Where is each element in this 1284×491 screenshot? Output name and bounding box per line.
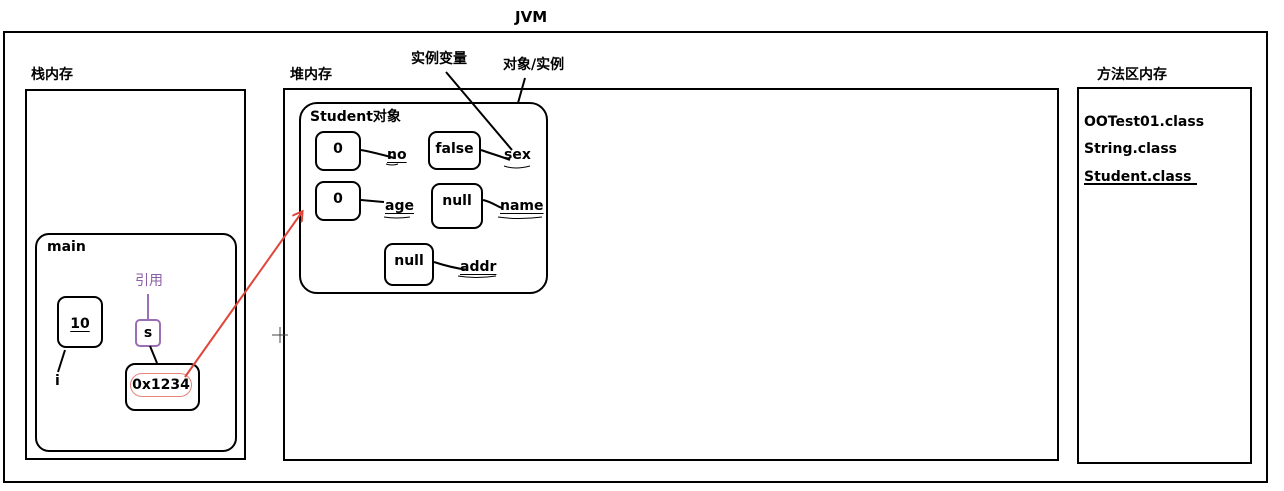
- reference-arrow: [184, 212, 302, 378]
- link-age: [360, 199, 385, 203]
- jvm-frame: [3, 31, 1268, 483]
- address-value: 0x1234: [132, 377, 190, 393]
- heap-memory-box: [283, 88, 1059, 461]
- link-s-address: [149, 345, 158, 364]
- address-highlight: 0x1234: [130, 373, 192, 397]
- ref-var-s-box: s: [135, 319, 161, 347]
- link-i: [57, 349, 66, 373]
- instance-variable-note: 实例变量: [411, 51, 467, 67]
- jvm-title: JVM: [515, 8, 548, 26]
- field-age-label: age: [385, 198, 414, 214]
- ref-var-s-label: s: [143, 325, 153, 341]
- reference-note: 引用: [135, 273, 163, 289]
- field-name-box: null: [431, 183, 483, 229]
- object-instance-note: 对象/实例: [503, 57, 565, 73]
- field-no-label: no: [387, 147, 407, 163]
- local-var-i-label: i: [55, 373, 60, 389]
- field-sex-label: sex: [504, 147, 531, 163]
- class-oo-test01: OOTest01.class: [1084, 114, 1205, 130]
- link-no: [360, 149, 395, 159]
- object-pointer: [517, 77, 526, 104]
- method-area-box: [1077, 87, 1252, 464]
- field-no-value: 0: [333, 141, 343, 157]
- field-addr-label: addr: [460, 259, 497, 275]
- field-name-value: null: [442, 193, 472, 209]
- link-addr: [433, 261, 469, 271]
- link-name: [482, 199, 503, 209]
- main-frame-label: main: [47, 239, 86, 255]
- link-sex: [480, 149, 511, 161]
- field-age-value: 0: [333, 191, 343, 207]
- field-addr-box: null: [384, 243, 434, 286]
- student-object-title: Student对象: [310, 109, 401, 125]
- cursor-crosshair-icon: [272, 327, 288, 343]
- instance-var-pointer: [445, 71, 513, 151]
- field-sex-box: false: [428, 131, 481, 170]
- class-student: Student.class: [1084, 169, 1192, 185]
- field-no-box: 0: [315, 131, 361, 171]
- field-name-label: name: [500, 198, 544, 214]
- method-area-title: 方法区内存: [1097, 67, 1167, 83]
- field-addr-value: null: [394, 253, 424, 269]
- class-string: String.class: [1084, 141, 1177, 157]
- heap-title: 堆内存: [290, 67, 332, 83]
- field-sex-value: false: [435, 141, 474, 157]
- stack-memory-box: [25, 89, 246, 460]
- field-age-box: 0: [315, 181, 361, 221]
- local-var-i-box: 10: [57, 296, 103, 348]
- local-var-i-value: 10: [70, 316, 90, 332]
- stack-title: 栈内存: [31, 67, 73, 83]
